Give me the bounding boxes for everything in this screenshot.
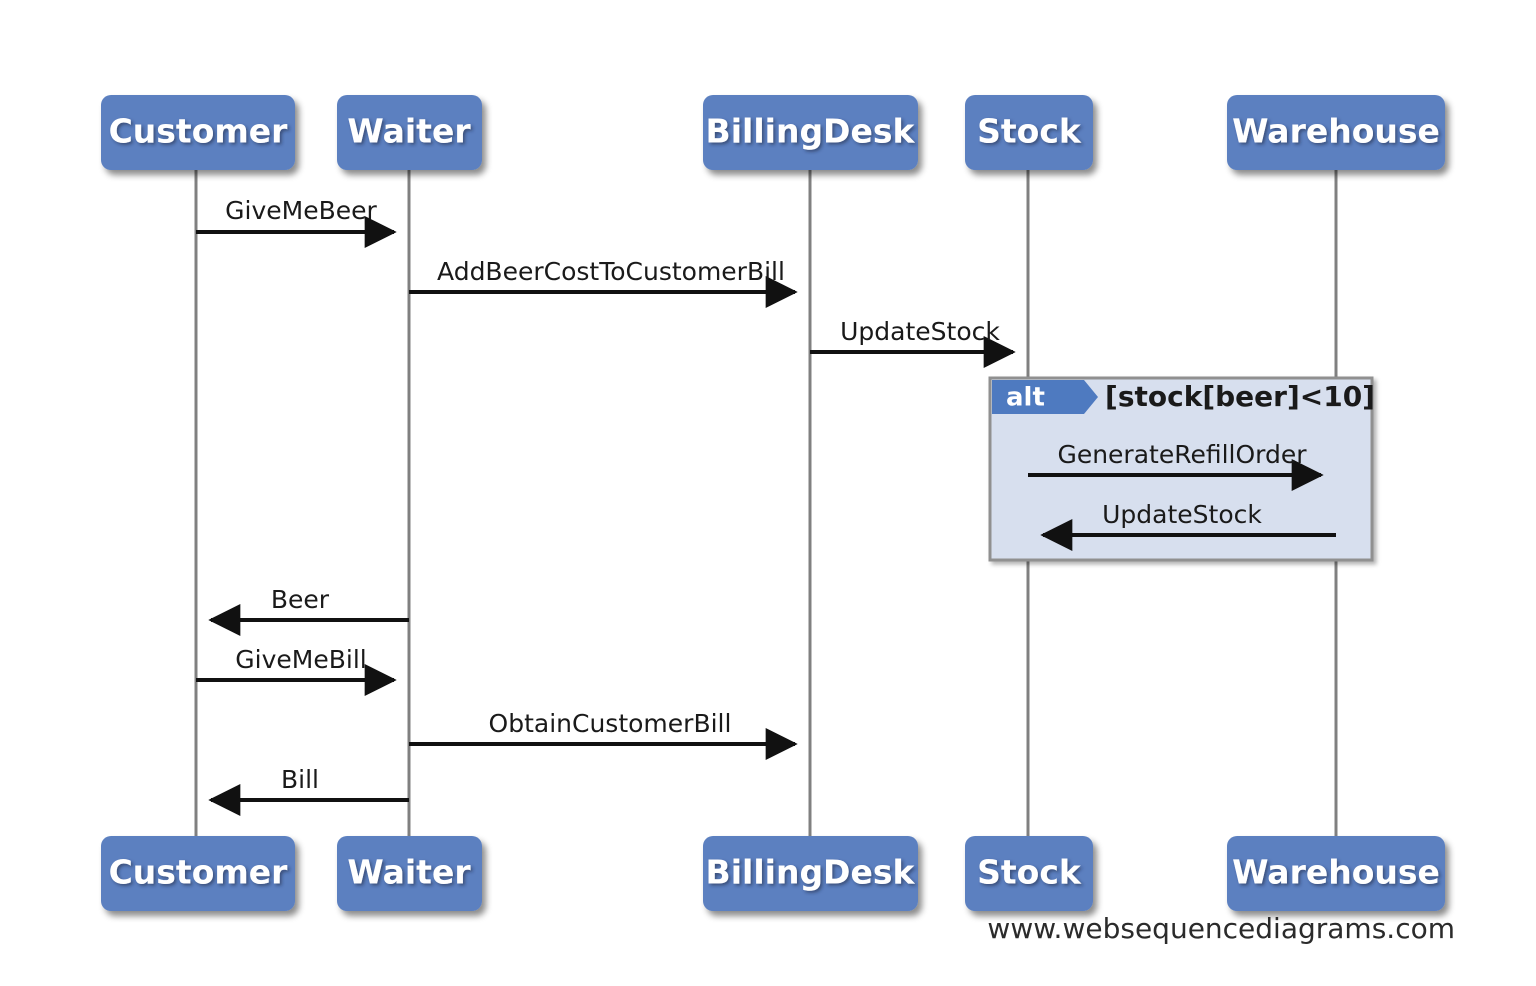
participant-box-billingdesk-bottom[interactable] — [703, 836, 918, 911]
participant-box-stock-bottom[interactable] — [965, 836, 1093, 911]
participant-box-waiter-bottom[interactable] — [337, 836, 482, 911]
participant-stock-top[interactable]: Stock — [965, 95, 1093, 170]
message-label-m1: GiveMeBeer — [225, 196, 377, 225]
participant-customer-bottom[interactable]: Customer — [101, 836, 295, 911]
participant-label-waiter-bottom: Waiter — [347, 853, 471, 892]
message-m6: Beer — [208, 585, 409, 636]
message-label-m7: GiveMeBill — [235, 645, 366, 674]
message-m2: AddBeerCostToCustomerBill — [409, 257, 798, 308]
message-m1: GiveMeBeer — [196, 196, 397, 248]
message-m5: UpdateStock — [1040, 500, 1336, 551]
message-label-m2: AddBeerCostToCustomerBill — [437, 257, 785, 286]
participant-label-billingdesk-bottom: BillingDesk — [706, 853, 916, 892]
alt-operator-tab — [992, 380, 1098, 414]
message-label-m9: Bill — [281, 765, 319, 794]
participant-label-customer-bottom: Customer — [109, 853, 289, 892]
participant-waiter-bottom[interactable]: Waiter — [337, 836, 482, 911]
participant-label-customer-top: Customer — [109, 112, 289, 151]
message-label-m5: UpdateStock — [1102, 500, 1262, 529]
participant-label-stock-top: Stock — [977, 112, 1082, 151]
participant-billingdesk-bottom[interactable]: BillingDesk — [703, 836, 918, 911]
alt-guard-condition: [stock[beer]<10] — [1105, 380, 1375, 413]
participant-label-warehouse-bottom: Warehouse — [1232, 853, 1440, 892]
message-m7: GiveMeBill — [196, 645, 397, 696]
message-m4: GenerateRefillOrder — [1028, 440, 1324, 491]
participant-customer-top[interactable]: Customer — [101, 95, 295, 170]
participant-box-customer-bottom[interactable] — [101, 836, 295, 911]
participant-label-warehouse-top: Warehouse — [1232, 112, 1440, 151]
messages-group: GiveMeBeerAddBeerCostToCustomerBillUpdat… — [196, 196, 1336, 816]
alt-fragment-group[interactable]: alt [stock[beer]<10] — [988, 376, 1375, 562]
watermark-group: www.websequencediagrams.com — [987, 912, 1455, 945]
message-m3: UpdateStock — [810, 317, 1016, 368]
watermark-text: www.websequencediagrams.com — [987, 912, 1455, 945]
alt-operator-label: alt — [1006, 383, 1045, 413]
participant-warehouse-bottom[interactable]: Warehouse — [1227, 836, 1445, 911]
participant-box-stock-top[interactable] — [965, 95, 1093, 170]
message-label-m4: GenerateRefillOrder — [1057, 440, 1307, 469]
participant-box-waiter-top[interactable] — [337, 95, 482, 170]
message-label-m6: Beer — [271, 585, 330, 614]
message-label-m8: ObtainCustomerBill — [489, 709, 732, 738]
participant-stock-bottom[interactable]: Stock — [965, 836, 1093, 911]
participant-box-billingdesk-top[interactable] — [703, 95, 918, 170]
message-m8: ObtainCustomerBill — [409, 709, 798, 760]
participant-box-customer-top[interactable] — [101, 95, 295, 170]
participant-label-stock-bottom: Stock — [977, 853, 1082, 892]
participant-box-warehouse-bottom[interactable] — [1227, 836, 1445, 911]
participant-warehouse-top[interactable]: Warehouse — [1227, 95, 1445, 170]
message-label-m3: UpdateStock — [840, 317, 1000, 346]
participant-label-billingdesk-top: BillingDesk — [706, 112, 916, 151]
participant-label-waiter-top: Waiter — [347, 112, 471, 151]
participant-box-warehouse-top[interactable] — [1227, 95, 1445, 170]
participant-billingdesk-top[interactable]: BillingDesk — [703, 95, 918, 170]
message-m9: Bill — [208, 765, 409, 816]
participant-waiter-top[interactable]: Waiter — [337, 95, 482, 170]
